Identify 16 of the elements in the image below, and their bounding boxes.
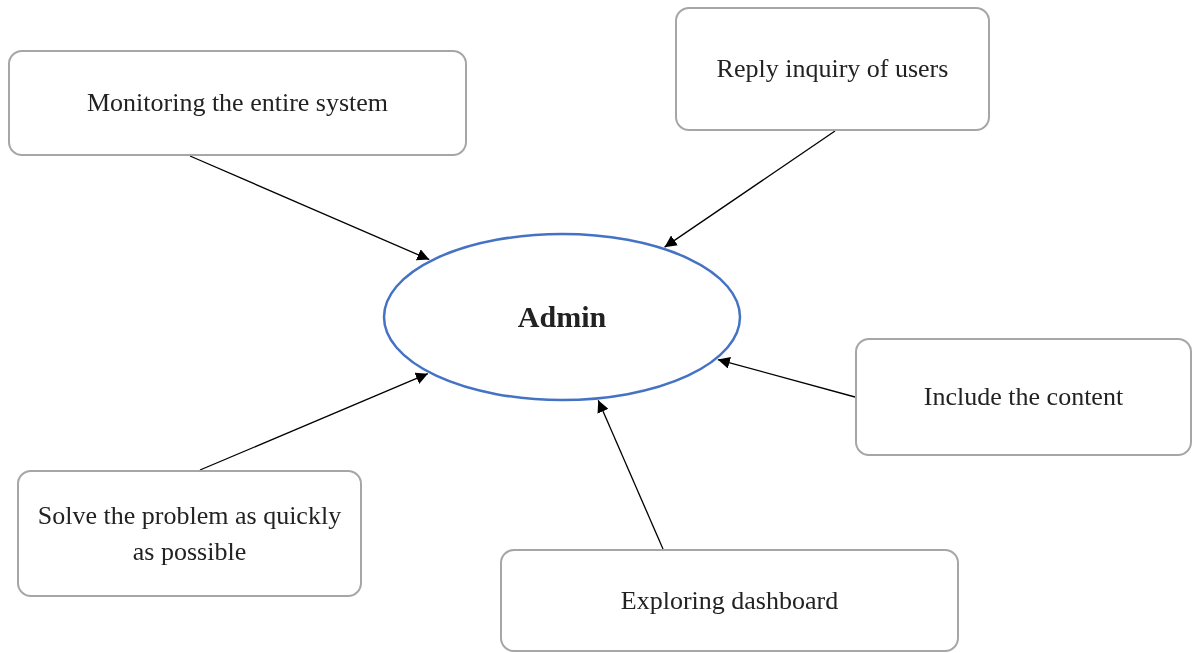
process-box	[8, 50, 467, 156]
box-label: Exploring dashboard	[620, 584, 839, 617]
box-label: Monitoring the entire system	[86, 87, 389, 120]
arrow	[597, 399, 664, 550]
process-box	[675, 7, 990, 131]
process-box	[855, 338, 1192, 456]
box-label: Reply inquiry of users	[716, 53, 949, 86]
process-box	[500, 549, 959, 652]
arrow	[663, 130, 836, 248]
arrow	[717, 356, 856, 398]
arrow	[199, 372, 429, 471]
process-box	[17, 470, 362, 597]
box-label: Include the content	[923, 381, 1124, 414]
node-label: Admin	[517, 300, 607, 334]
arrow	[189, 155, 430, 261]
box-label: Solve the problem as quickly as possible	[37, 500, 342, 568]
